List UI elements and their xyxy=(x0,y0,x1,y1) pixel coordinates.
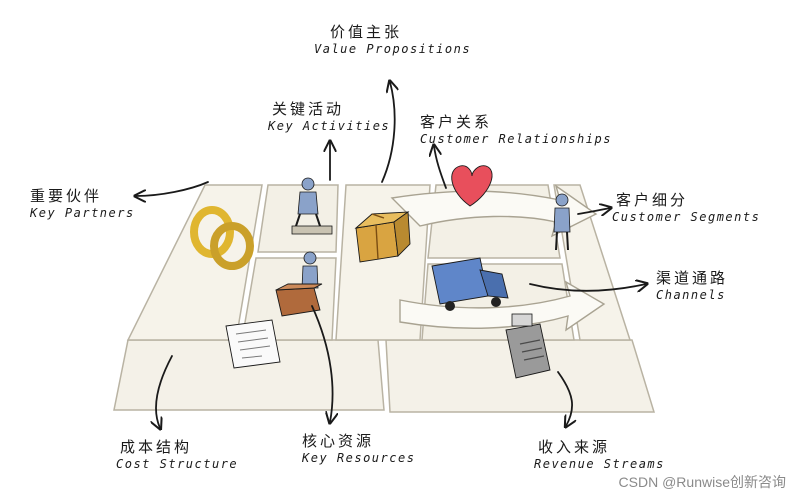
delivery-truck-icon xyxy=(431,257,509,311)
arrow-customer-relationships xyxy=(434,146,447,189)
key-partners-zh: 重要伙伴 xyxy=(30,187,103,205)
worker-figure-icon xyxy=(291,177,333,235)
channels-en: Channels xyxy=(656,288,726,302)
heart-icon xyxy=(451,165,493,207)
label-revenue-streams: 收入来源 Revenue Streams xyxy=(534,438,665,472)
key-resources-en: Key Resources xyxy=(302,451,416,465)
cost-structure-zh: 成本结构 xyxy=(120,438,193,456)
value-propositions-en: Value Propositions xyxy=(314,42,472,56)
document-pages-icon xyxy=(225,319,281,369)
customer-relationships-zh: 客户关系 xyxy=(420,113,493,131)
toolbox-icon xyxy=(275,283,323,317)
cost-structure-en: Cost Structure xyxy=(116,457,239,471)
cash-register-icon xyxy=(505,313,551,379)
gift-box-icon xyxy=(354,211,411,263)
customer-segments-zh: 客户细分 xyxy=(616,191,689,209)
watermark-text: CSDN @Runwise创新咨询 xyxy=(618,474,786,490)
revenue-streams-zh: 收入来源 xyxy=(538,438,611,456)
label-cost-structure: 成本结构 Cost Structure xyxy=(116,438,238,472)
value-propositions-zh: 价值主张 xyxy=(330,23,403,41)
arrow-channels xyxy=(529,284,646,291)
label-key-partners: 重要伙伴 Key Partners xyxy=(30,187,135,221)
key-resources-zh: 核心资源 xyxy=(302,432,375,450)
key-activities-zh: 关键活动 xyxy=(272,100,345,118)
key-activities-en: Key Activities xyxy=(268,119,391,133)
channels-zh: 渠道通路 xyxy=(656,269,729,287)
arrow-cost-structure xyxy=(156,355,173,428)
arrow-value-propositions xyxy=(381,82,395,183)
arrow-key-resources xyxy=(311,305,333,422)
pointer-arrows xyxy=(136,82,646,428)
arrow-key-partners xyxy=(136,181,209,196)
customer-relationships-en: Customer Relationships xyxy=(420,132,612,146)
person-figure-icon xyxy=(301,251,319,289)
label-customer-segments: 客户细分 Customer Segments xyxy=(612,191,760,225)
customer-figure-icon xyxy=(553,193,571,251)
key-partners-en: Key Partners xyxy=(30,206,135,220)
chain-rings-icon xyxy=(190,206,254,270)
label-channels: 渠道通路 Channels xyxy=(656,269,728,303)
label-key-resources: 核心资源 Key Resources xyxy=(302,432,415,466)
label-key-activities: 关键活动 Key Activities xyxy=(268,100,390,134)
arrow-customer-segments xyxy=(577,208,610,214)
label-customer-relationships: 客户关系 Customer Relationships xyxy=(420,113,612,147)
flow-arrow-lower xyxy=(399,280,606,332)
label-value-propositions: 价值主张 Value Propositions xyxy=(314,23,471,57)
arrow-revenue-streams xyxy=(557,371,572,426)
customer-segments-en: Customer Segments xyxy=(612,210,761,224)
revenue-streams-en: Revenue Streams xyxy=(534,457,665,471)
